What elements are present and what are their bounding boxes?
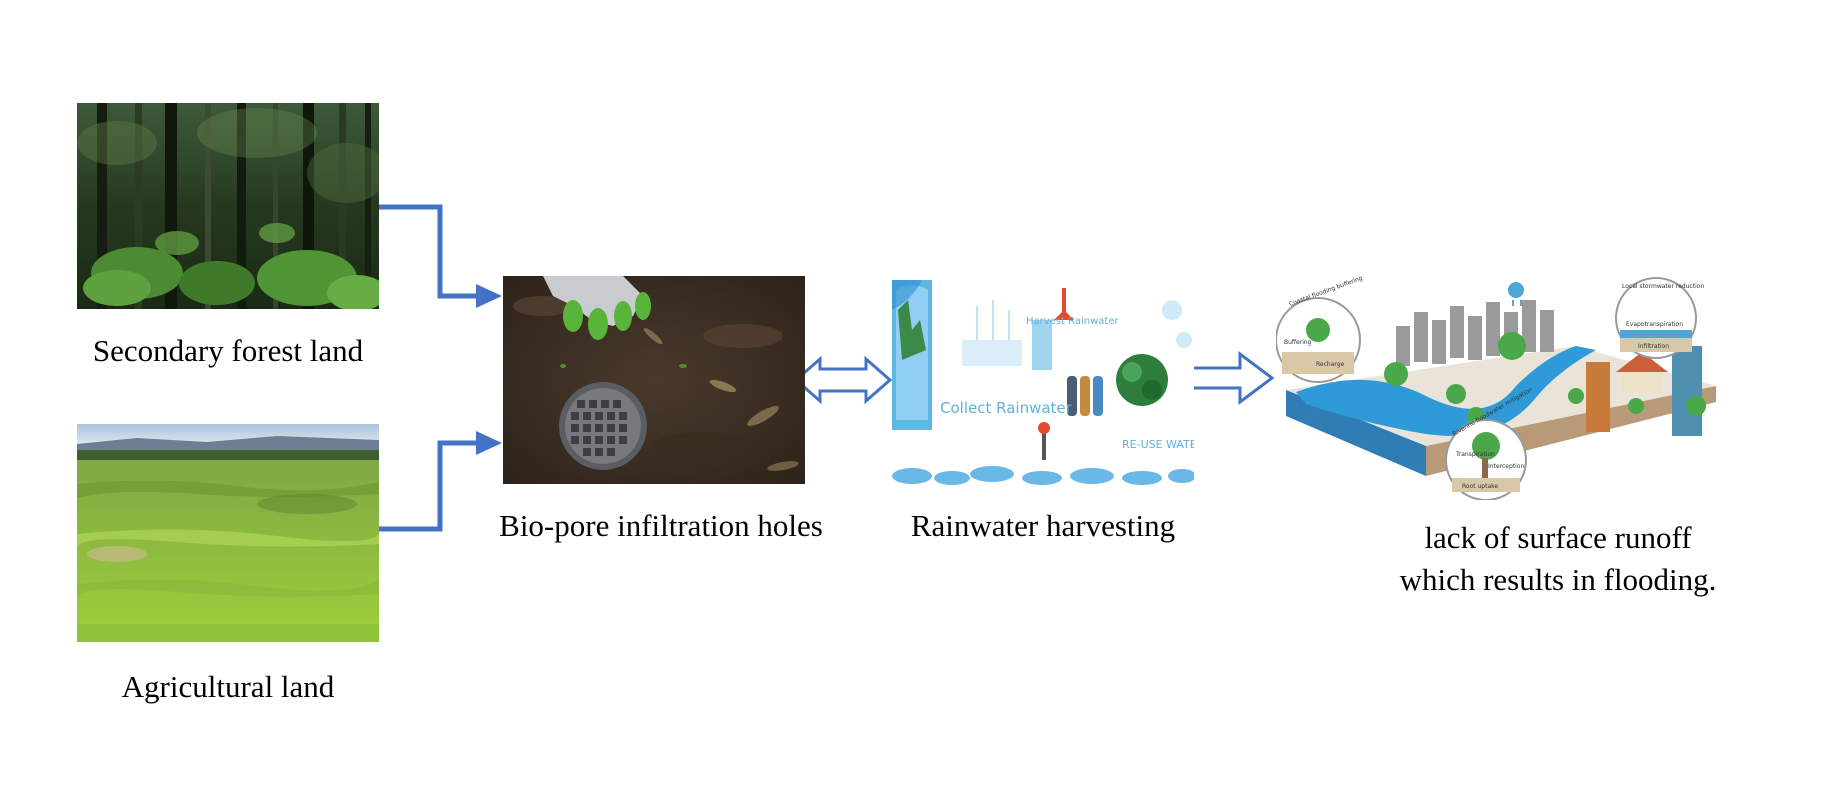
forest-label: Secondary forest land [92, 333, 364, 368]
grassland-photo [77, 424, 379, 642]
flooding-label-line1: lack of surface runoff [1424, 520, 1692, 555]
biopore-rainwater-double-arrow [793, 355, 893, 405]
recharge-text: Recharge [1316, 361, 1345, 368]
biopore-label: Bio-pore infiltration holes [499, 508, 823, 543]
root-uptake-text: Root uptake [1462, 483, 1498, 490]
agriculture-to-biopore-arrow [378, 431, 502, 532]
agriculture-label: Agricultural land [121, 669, 335, 704]
forest-to-biopore-arrow [378, 204, 502, 308]
buffering-text: Buffering [1284, 339, 1312, 346]
interception-text: Interception [1488, 463, 1524, 470]
flooding-label-line2: which results in flooding. [1399, 562, 1717, 597]
transpiration-text: Transpiration [1455, 451, 1495, 458]
rainwater-to-flooding-arrow [1186, 351, 1275, 405]
rainwater-label: Rainwater harvesting [910, 508, 1176, 543]
forest-photo [77, 103, 379, 309]
infiltration-text: Infiltration [1638, 343, 1669, 350]
rainwater-harvesting-illustration: Collect Rainwater Harvest Rainwater RE-U… [892, 280, 1194, 486]
urban-flooding-illustration: Coastal flooding buffering Buffering Rec… [1276, 276, 1726, 500]
harvest-rainwater-text: Harvest Rainwater [1026, 316, 1119, 327]
evapotranspiration-text: Evapotranspiration [1626, 321, 1683, 328]
biopore-hole-photo [503, 276, 805, 484]
collect-rainwater-text: Collect Rainwater [940, 399, 1073, 417]
local-stormwater-text: Local stormwater reduction [1622, 283, 1704, 290]
